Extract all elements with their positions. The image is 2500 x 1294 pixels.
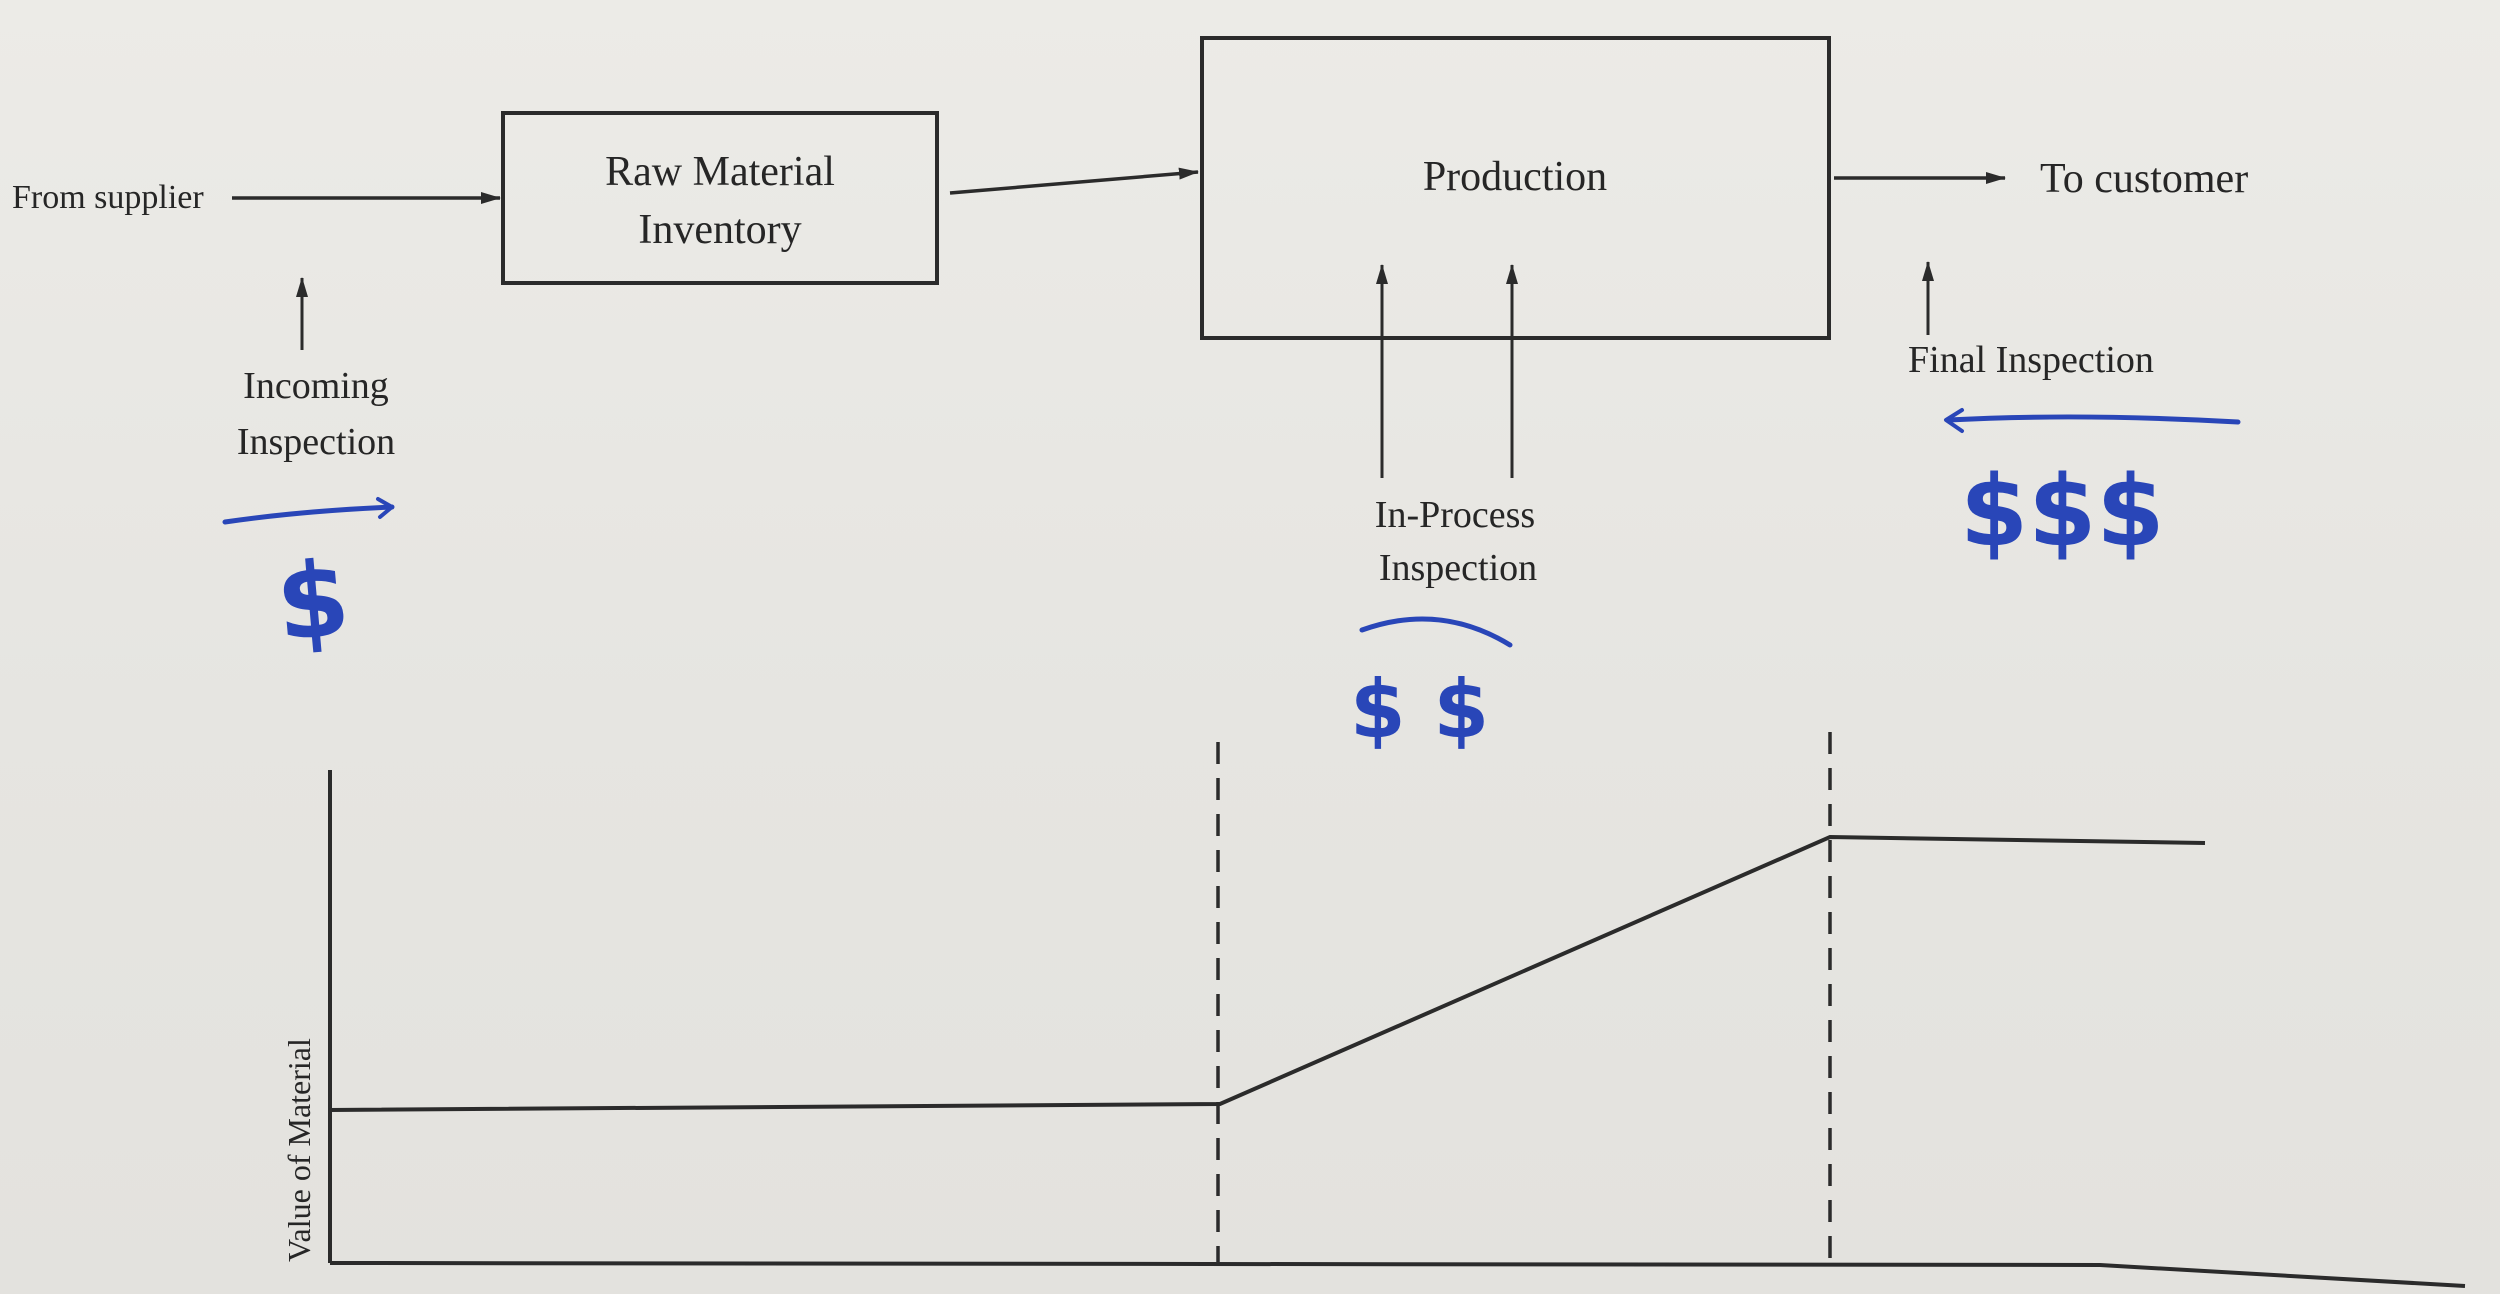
in-process-cost-symbols: $ $ [1350, 663, 1489, 756]
in-process-inspection-label-line1: In-Process [1375, 494, 1535, 536]
incoming-cost-overline [222, 504, 395, 525]
value-chart-y-axis-label: Value of Material [281, 1038, 317, 1262]
in-process-cost-overline [1359, 616, 1513, 648]
incoming-cost-arrowhead [376, 497, 394, 519]
incoming-inspection-label-line2: Inspection [237, 421, 395, 463]
incoming-cost-symbol: $ [272, 537, 355, 665]
final-inspection-label: Final Inspection [1908, 339, 2154, 381]
value-of-material-line [329, 834, 2206, 1112]
production-box-label: Production [1423, 154, 1607, 200]
final-cost-arrow-line [1945, 414, 2241, 425]
production-box [1200, 36, 1831, 340]
raw-material-box-label-line2: Inventory [638, 207, 801, 253]
from-supplier-label: From supplier [12, 179, 204, 216]
raw-material-box-label-line1: Raw Material [605, 149, 835, 195]
final-cost-symbols: $$$ [1960, 455, 2165, 569]
value-chart-x-axis [329, 1261, 2466, 1288]
in-process-inspection-label-line2: Inspection [1379, 547, 1537, 589]
inventory-to-production-arrow [949, 167, 1199, 195]
incoming-inspection-label-line1: Incoming [243, 365, 389, 407]
to-customer-label: To customer [2040, 156, 2248, 202]
raw-material-inventory-box [501, 111, 939, 285]
final-cost-arrowhead [1944, 408, 1964, 433]
